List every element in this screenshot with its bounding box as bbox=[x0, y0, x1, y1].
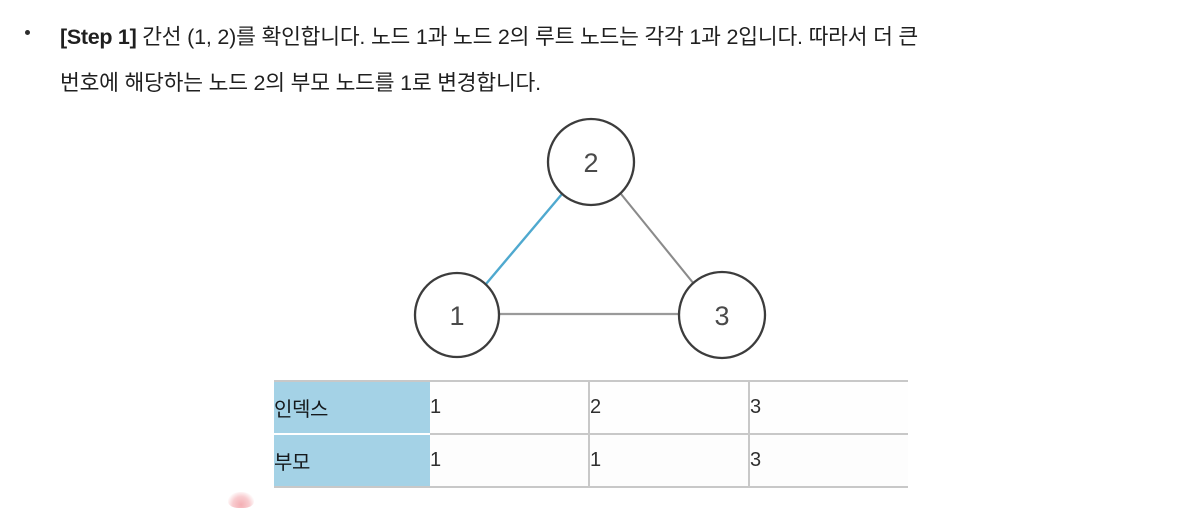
row-header-index: 인덱스 bbox=[274, 380, 430, 435]
parent-cell-1: 1 bbox=[430, 433, 589, 488]
graph-diagram: 2 1 3 bbox=[395, 108, 795, 370]
graph-node-3 bbox=[677, 270, 767, 360]
parent-array-table: 인덱스 1 2 3 부모 1 1 3 bbox=[274, 380, 908, 488]
parent-cell-3: 3 bbox=[748, 433, 908, 488]
table-row: 인덱스 1 2 3 bbox=[274, 380, 908, 435]
edge-1-2-highlighted bbox=[484, 192, 564, 286]
edge-2-3 bbox=[619, 192, 696, 286]
parent-cell-2: 1 bbox=[588, 433, 749, 488]
row-header-parent: 부모 bbox=[274, 433, 430, 488]
bullet-paragraph: [Step 1] 간선 (1, 2)를 확인합니다. 노드 1과 노드 2의 루… bbox=[22, 14, 1142, 106]
graph-node-2 bbox=[546, 117, 636, 207]
step-tag: [Step 1] bbox=[60, 25, 137, 49]
step-description-block: [Step 1] 간선 (1, 2)를 확인합니다. 노드 1과 노드 2의 루… bbox=[22, 14, 1142, 106]
graph-node-3-label: 3 bbox=[714, 301, 729, 331]
graph-node-1-label: 1 bbox=[449, 301, 464, 331]
table-row: 부모 1 1 3 bbox=[274, 433, 908, 488]
index-cell-3: 3 bbox=[748, 380, 908, 434]
index-cell-1: 1 bbox=[430, 380, 589, 434]
graph-node-1 bbox=[413, 271, 501, 359]
index-cell-2: 2 bbox=[588, 380, 749, 434]
paragraph-line-1-text: 간선 (1, 2)를 확인합니다. 노드 1과 노드 2의 루트 노드는 각각 … bbox=[136, 25, 919, 49]
bullet-dot-icon bbox=[25, 30, 30, 35]
graph-node-2-label: 2 bbox=[583, 148, 598, 178]
pink-smudge-artifact bbox=[228, 492, 254, 508]
paragraph-line-2: 번호에 해당하는 노드 2의 부모 노드를 1로 변경합니다. bbox=[60, 71, 541, 95]
paragraph-line-1: [Step 1] 간선 (1, 2)를 확인합니다. 노드 1과 노드 2의 루… bbox=[60, 14, 1142, 60]
